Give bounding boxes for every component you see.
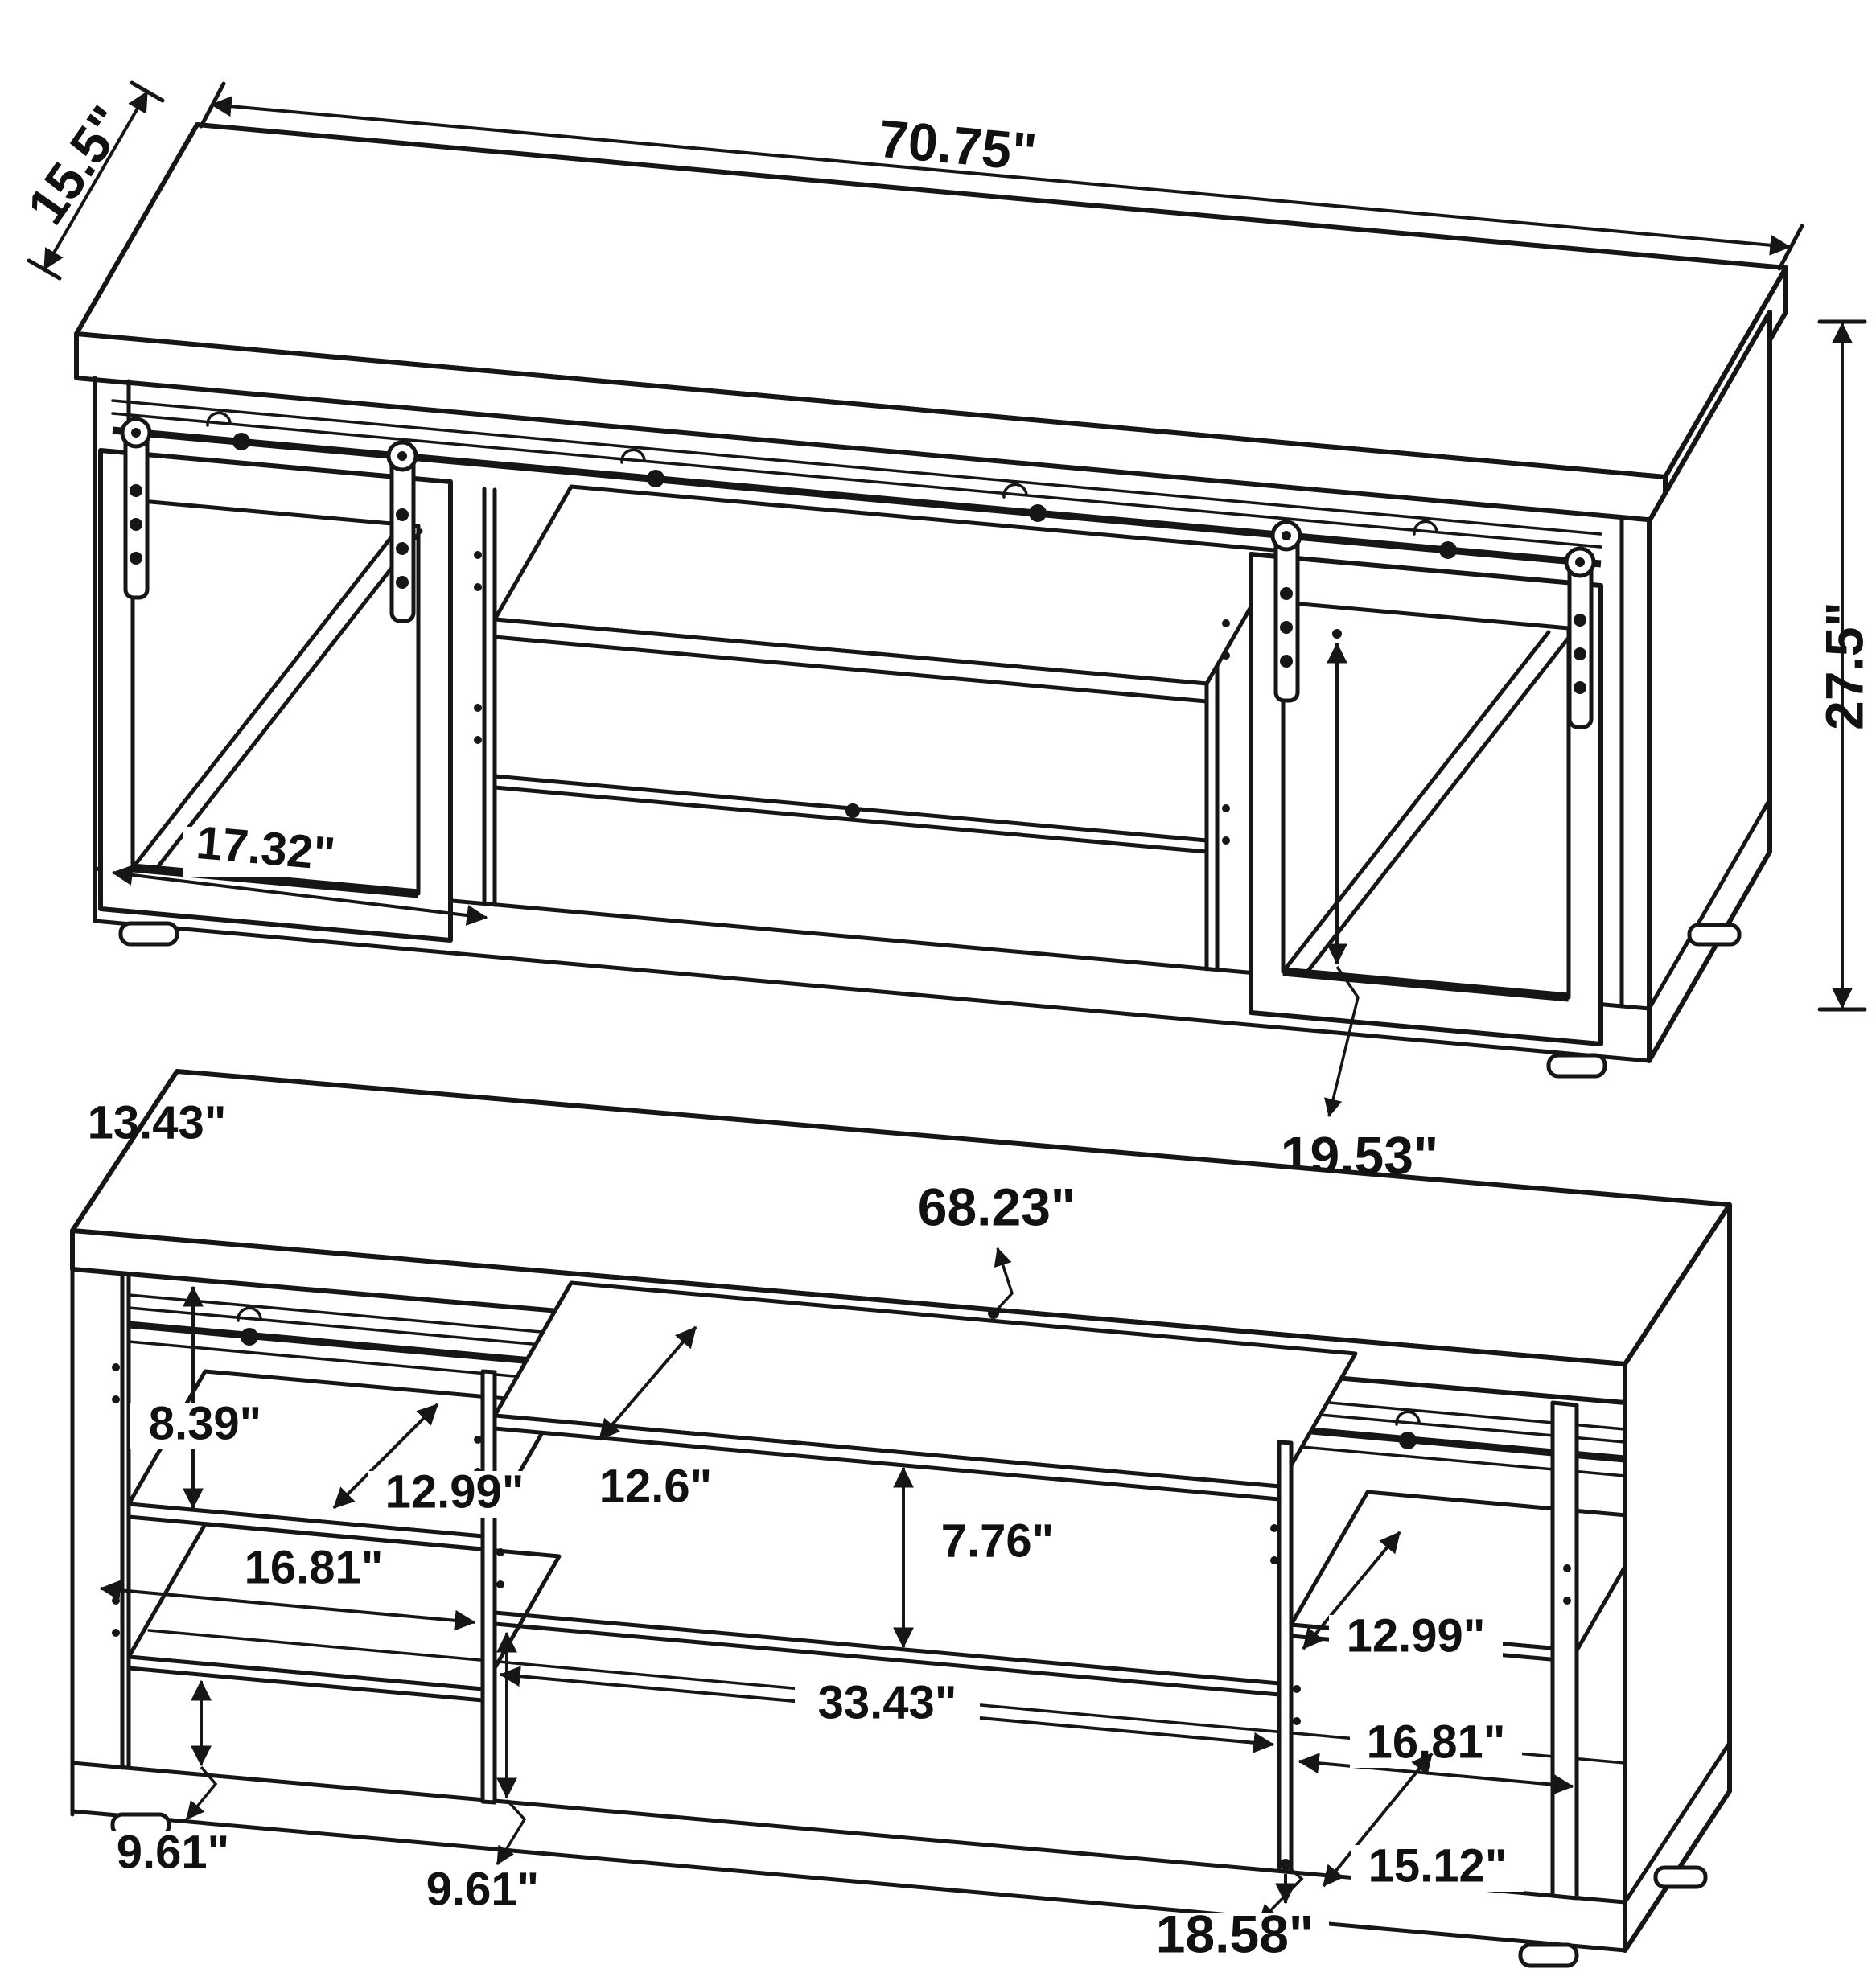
dim-center-opening-height: 7.76" (893, 1466, 1078, 1649)
dim-label-right-shelf-depth: 12.99" (1347, 1609, 1486, 1662)
barn-door-right[interactable] (1249, 552, 1603, 1046)
dim-label-depth: 15.5" (15, 95, 138, 234)
dim-door-width: 17.32" (111, 816, 488, 926)
foot-back-right (1687, 923, 1742, 947)
foot-front-right (1546, 1053, 1607, 1079)
shelf-handle-dot (845, 803, 860, 818)
dim-label-left-shelf-gap: 8.39" (149, 1397, 261, 1449)
dim-left-bottom-opening: 9.61" (97, 1679, 249, 1879)
barn-door-rail (111, 399, 1602, 568)
dim-label-center-opening-height: 7.76" (941, 1514, 1054, 1567)
dim-label-right-bottom-height: 18.58" (1156, 1904, 1314, 1963)
door-hanger-straps-right (1270, 520, 1596, 729)
divider-left (480, 1369, 497, 1805)
dim-height: 27.5" (1814, 319, 1874, 1012)
rail-bolts (206, 411, 1457, 559)
dim-label-center-bottom-opening: 9.61" (426, 1863, 539, 1915)
foot-front-left (118, 921, 179, 947)
divider-right (1277, 1440, 1294, 1874)
dim-width-top: 70.75" (199, 81, 1804, 271)
dim-center-section-width: 33.43" (499, 1666, 1275, 1753)
dim-label-right-bottom-shelf-depth: 15.12" (1368, 1839, 1508, 1892)
dim-right-shelf-depth: 12.99" (1302, 1531, 1503, 1662)
dim-left-shelf-depth: 12.99" (332, 1403, 541, 1518)
open-right-side-panel (1623, 1202, 1732, 1953)
foot-back-right-2 (1653, 1865, 1708, 1889)
dim-right-bottom-shelf-depth: 15.12" (1322, 1752, 1524, 1892)
dim-right-section-width: 16.81" (1298, 1716, 1574, 1795)
bottom-view-open-console: 13.43" 68.23" 8.39" 12.99" 16.81" (70, 1069, 1732, 1968)
dim-label-width: 70.75" (876, 109, 1039, 183)
open-shelf-interior (474, 484, 1286, 972)
dim-inner-width: 68.23" (905, 1177, 1088, 1319)
foot-front-right-2 (1518, 1942, 1579, 1968)
dim-label-top-depth: 13.43" (88, 1096, 227, 1149)
dim-label-center-shelf-depth: 12.6" (599, 1460, 712, 1512)
dim-left-section-width: 16.81" (99, 1541, 476, 1631)
dim-center-shelf-depth: 12.6" (589, 1325, 722, 1512)
dim-label-inner-width: 68.23" (918, 1177, 1076, 1236)
shelf-pin-holes (112, 1363, 1571, 1725)
dim-left-shelf-gap: 8.39" (130, 1285, 280, 1510)
dim-right-bottom-height: 18.58" (1141, 1859, 1329, 1963)
door-hanger-straps-left (120, 417, 418, 623)
dim-center-bottom-opening: 9.61" (406, 1631, 559, 1916)
dim-label-right-section-width: 16.81" (1367, 1716, 1506, 1768)
dim-label-left-shelf-depth: 12.99" (385, 1465, 525, 1518)
dim-label-door-width: 17.32" (195, 816, 338, 881)
dim-label-center-section-width: 33.43" (818, 1676, 957, 1728)
dim-label-left-bottom-opening: 9.61" (117, 1826, 229, 1878)
dim-label-left-section-width: 16.81" (245, 1541, 384, 1593)
right-stile (1550, 1400, 1579, 1901)
top-view-barn-door-console: 15.5" 70.75" 27.5" 17.32" 19 (15, 80, 1874, 1185)
dim-label-height: 27.5" (1814, 602, 1874, 730)
